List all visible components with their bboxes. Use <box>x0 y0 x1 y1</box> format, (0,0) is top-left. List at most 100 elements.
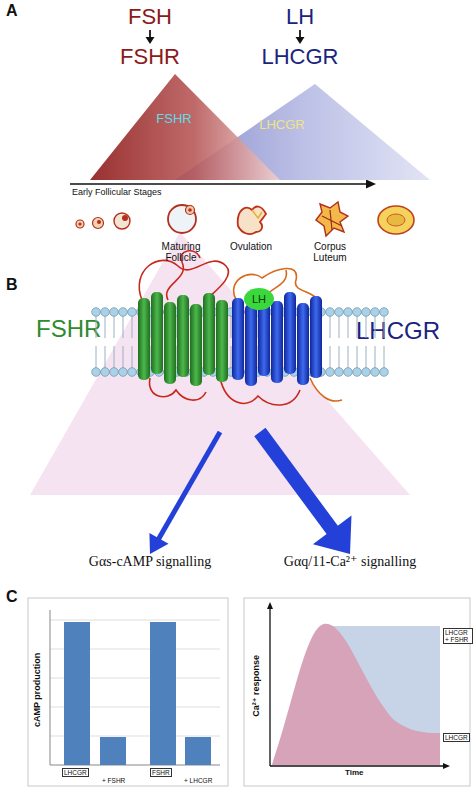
expression-triangle-shape <box>90 74 280 180</box>
figure-label: LHCGR <box>443 733 470 742</box>
figure-label: + FSHR <box>102 777 125 784</box>
lipid-head <box>371 308 380 317</box>
lipid-tail <box>231 316 232 338</box>
node-text: LH <box>270 5 330 29</box>
receptor-label: LHCGR <box>240 44 360 70</box>
lipid-tail <box>384 316 385 338</box>
lipid-head <box>119 308 128 317</box>
figure-label: Time <box>345 769 364 778</box>
figure-shape <box>186 206 195 215</box>
lipid-head <box>335 308 344 317</box>
figure-label: cAMP production <box>33 635 43 745</box>
figure-label: LHCGR <box>62 768 89 777</box>
figure-shape <box>50 610 51 765</box>
figure-label: B <box>6 276 26 294</box>
lipid-head <box>362 308 371 317</box>
figure-shape <box>93 218 104 229</box>
arrow-connector <box>146 30 155 44</box>
lipid-head <box>326 308 335 317</box>
figure-shape <box>50 620 220 621</box>
lipid-tail <box>123 316 124 338</box>
lipid-head <box>101 308 110 317</box>
receptor-label: FSHR <box>100 44 200 70</box>
figure-label: FSHR <box>150 768 172 777</box>
node-text: Gαs-cAMP signalling <box>50 554 250 569</box>
lipid-tail <box>375 316 376 338</box>
helix-cylinder <box>258 294 270 376</box>
node-text: FSH <box>120 5 180 29</box>
lipid-head <box>353 308 362 317</box>
helix-cylinder <box>284 292 296 374</box>
figure-label: A <box>6 2 26 20</box>
signalling-arrow <box>149 432 220 554</box>
figure-label: Maturing Follicle <box>150 241 212 263</box>
lipid-tail <box>105 316 106 338</box>
helix-cylinder <box>216 300 228 382</box>
lipid-tail <box>357 346 358 368</box>
helix-cylinder <box>245 304 257 386</box>
helix-cylinder <box>164 302 176 384</box>
lipid-tail <box>330 346 331 368</box>
figure-shape <box>78 222 81 225</box>
lipid-head <box>371 368 380 377</box>
triangle-outline <box>175 84 430 180</box>
lipid-tail <box>375 346 376 368</box>
figure-shape <box>28 598 228 786</box>
node-text: Gαq/11-Ca²⁺ signalling <box>240 554 460 569</box>
ligand-circle: LH <box>244 288 274 310</box>
lipid-head <box>110 368 119 377</box>
hormone-label: FSH <box>120 4 180 30</box>
lipid-tail <box>114 346 115 368</box>
figure-shape <box>220 378 300 405</box>
arrow-head <box>146 37 155 44</box>
figure-shape <box>188 208 192 212</box>
figure-shape <box>238 207 266 234</box>
arrow-head <box>313 516 352 554</box>
follicle-stages <box>76 202 414 236</box>
hormone-label: LH <box>270 4 330 30</box>
signalling-label: Gαs-cAMP signalling <box>50 554 250 576</box>
lipid-head <box>92 368 101 377</box>
helix-cylinder <box>203 293 215 375</box>
figure-shape <box>64 622 90 765</box>
figure-shape <box>70 183 368 184</box>
helix-cylinder <box>177 295 189 377</box>
lipid-head <box>92 308 101 317</box>
figure-shape <box>97 220 101 224</box>
figure-shape <box>122 215 128 221</box>
lipid-tail <box>339 346 340 368</box>
triangle-outline <box>30 232 410 495</box>
lipid-head <box>119 368 128 377</box>
figure-shape <box>244 598 470 786</box>
figure-shape <box>114 213 130 229</box>
figure-shape <box>443 763 450 769</box>
lipid-head <box>380 308 389 317</box>
arrow-head <box>296 37 305 44</box>
connector-line <box>260 432 336 535</box>
helix-cylinder <box>138 298 150 380</box>
receptor-loops <box>139 251 342 405</box>
lipid-tail <box>330 316 331 338</box>
figure-shape <box>366 180 376 189</box>
helix-cylinder <box>151 292 163 374</box>
lipid-tail <box>231 346 232 368</box>
figure-shape <box>387 214 405 226</box>
lipid-tail <box>339 316 340 338</box>
figure-shape <box>310 378 342 401</box>
lipid-tail <box>132 346 133 368</box>
lipid-head <box>101 368 110 377</box>
figure-shape <box>185 737 211 765</box>
helix-cylinder <box>190 304 202 386</box>
figure-shape <box>252 210 262 218</box>
lipid-tail <box>384 346 385 368</box>
lipid-head <box>335 368 344 377</box>
lipid-tail <box>96 316 97 338</box>
node-text: FSHR <box>36 316 126 342</box>
node-text: LHCGR <box>240 45 360 69</box>
camp-bar-chart <box>28 598 228 786</box>
lipid-head <box>128 308 137 317</box>
figure-shape <box>100 737 126 765</box>
triangle-outline <box>90 74 280 180</box>
